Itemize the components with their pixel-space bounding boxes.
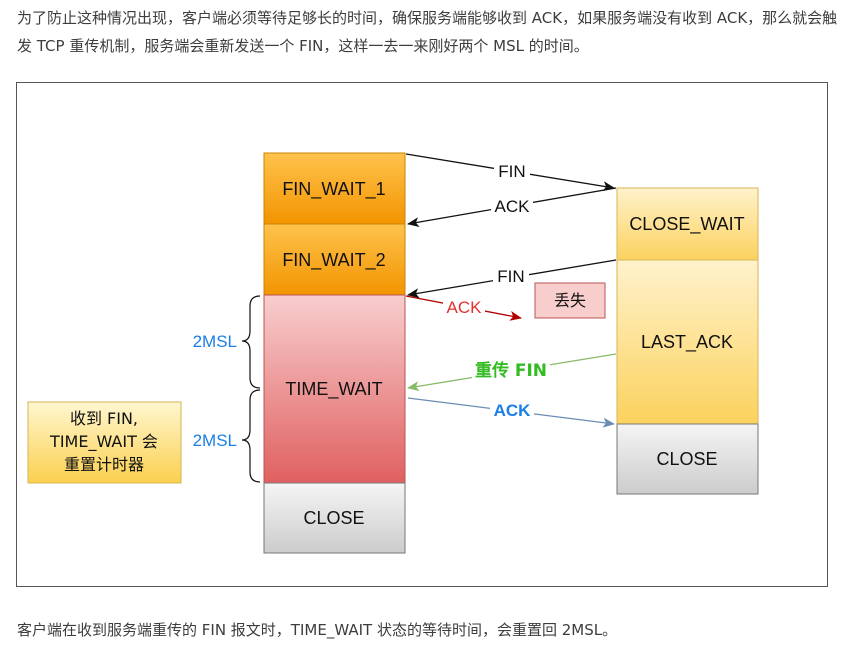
state-close-wait [616, 187, 759, 261]
intro-paragraph: 为了防止这种情况出现，客户端必须等待足够长的时间，确保服务端能够收到 ACK，如… [17, 9, 838, 55]
state-fin-wait-1-label: FIN_WAIT_1 [282, 179, 385, 200]
state-client-close-label: CLOSE [303, 508, 364, 528]
brace-label-upper: 2MSL [193, 332, 237, 351]
state-server-close [616, 423, 759, 495]
outro-paragraph: 客户端在收到服务端重传的 FIN 报文时，TIME_WAIT 状态的等待时间，会… [17, 621, 618, 639]
fin-label-1-bg [494, 160, 530, 180]
fin-label-2-bg [493, 265, 529, 285]
state-last-ack-label: LAST_ACK [641, 332, 733, 353]
note-line-3: 重置计时器 [64, 455, 144, 474]
state-fin-wait-1 [263, 152, 406, 225]
ack-final-label: ACK [494, 401, 532, 420]
state-last-ack [616, 259, 759, 425]
ack-lost-label-bg [443, 297, 485, 316]
state-time-wait-label: TIME_WAIT [285, 379, 382, 400]
state-server-close-label: CLOSE [656, 449, 717, 469]
fin-label-2: FIN [497, 267, 524, 286]
retransmit-fin-label-bg [472, 360, 550, 380]
state-fin-wait-2-label: FIN_WAIT_2 [282, 250, 385, 271]
state-time-wait [263, 294, 406, 484]
state-client-close [263, 482, 406, 554]
ack-final-label-bg [490, 400, 534, 420]
ack-label-1-bg [491, 195, 533, 215]
note-line-1: 收到 FIN, [70, 409, 138, 428]
lost-box [534, 282, 606, 319]
state-fin-wait-2 [263, 223, 406, 296]
brace-label-lower: 2MSL [193, 431, 237, 450]
retransmit-fin-label: 重传 FIN [475, 360, 547, 381]
ack-label-1: ACK [495, 197, 531, 216]
state-close-wait-label: CLOSE_WAIT [629, 214, 744, 235]
lost-label: 丢失 [554, 291, 586, 310]
brace-2msl-lower [241, 389, 261, 483]
note-line-2: TIME_WAIT 会 [49, 432, 158, 452]
ack-lost-label: ACK [447, 298, 483, 317]
note-box [27, 401, 182, 484]
fin-label-1: FIN [498, 162, 525, 181]
brace-2msl-upper [241, 295, 261, 389]
